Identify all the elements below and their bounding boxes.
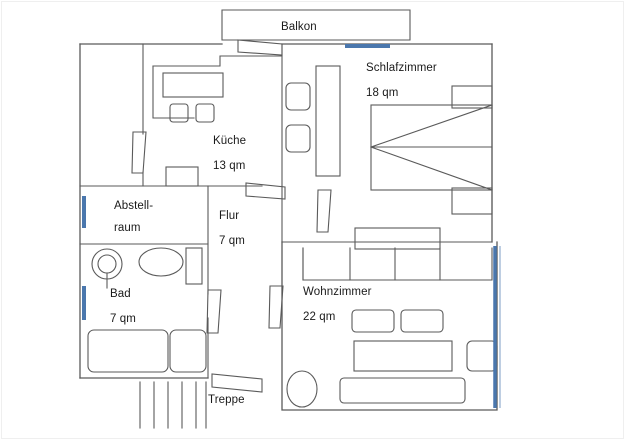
room-label-wohnzimmer: Wohnzimmer 22 qm <box>303 284 372 325</box>
kueche-name: Küche <box>213 135 247 147</box>
cabinet-upper-icon <box>285 82 311 111</box>
cabinet-lower-icon <box>285 124 311 153</box>
sofa-outline-icon <box>302 247 493 281</box>
bathroom-fixtures <box>87 247 207 373</box>
stairs-treads <box>139 381 207 429</box>
shelf-icon <box>354 227 441 250</box>
side-table-right-icon <box>400 309 444 333</box>
bed-fold-lower-icon <box>370 146 493 191</box>
abstellraum-name-line2: raum <box>114 221 141 234</box>
door-hall-bedroom-icon <box>316 189 332 233</box>
doors <box>131 39 332 393</box>
room-label-treppe: Treppe <box>208 392 245 409</box>
side-table-left-icon <box>351 309 395 333</box>
armchair-icon <box>466 340 498 372</box>
plant-icon <box>286 370 318 408</box>
kueche-area: 13 qm <box>213 159 246 172</box>
schlafzimmer-area: 18 qm <box>366 86 399 99</box>
room-label-schlafzimmer: Schlafzimmer 18 qm <box>366 60 437 101</box>
balcony-outline <box>221 9 411 41</box>
countertop-icon <box>162 72 224 98</box>
flur-name: Flur <box>219 210 240 222</box>
bad-area: 7 qm <box>110 312 136 325</box>
sink-icon <box>138 247 184 277</box>
balkon-name: Balkon <box>281 21 317 33</box>
flur-area: 7 qm <box>219 234 245 247</box>
bedroom-fixtures <box>370 85 493 215</box>
coffee-table-icon <box>353 340 453 372</box>
wohnzimmer-name: Wohnzimmer <box>303 286 372 298</box>
counter-run-icon <box>152 55 283 67</box>
room-label-kueche: Küche 13 qm <box>213 133 246 174</box>
door-hall-living-icon <box>268 285 284 329</box>
room-label-abstellraum: Abstell- raum <box>114 198 153 236</box>
door-balcony-icon <box>237 39 283 56</box>
burner-right-icon <box>195 103 215 123</box>
hall-fixtures <box>285 65 341 177</box>
sideboard-icon <box>339 377 466 404</box>
windows <box>82 44 501 408</box>
bad-name: Bad <box>110 288 131 300</box>
base-cabinet-icon <box>165 166 199 187</box>
bed-fold-upper-icon <box>370 104 493 148</box>
living-room-walls <box>281 241 498 411</box>
door-hall-stairs-icon <box>211 373 263 393</box>
kitchen-fixtures <box>152 55 283 187</box>
living-fixtures <box>286 227 498 408</box>
counter-side-icon <box>152 65 195 119</box>
door-bath-hall-icon <box>206 289 222 334</box>
treppe-name: Treppe <box>208 394 245 406</box>
abstellraum-name-line1: Abstell- <box>114 200 154 212</box>
room-label-flur: Flur 7 qm <box>219 208 245 249</box>
toilet-seat-icon <box>97 254 117 274</box>
shower-icon <box>169 329 207 373</box>
wohnzimmer-area: 22 qm <box>303 310 336 323</box>
room-label-balkon: Balkon <box>281 19 317 36</box>
bath-cabinet-icon <box>185 247 203 285</box>
room-label-bad: Bad 7 qm <box>110 286 136 327</box>
schlafzimmer-name: Schlafzimmer <box>366 62 437 74</box>
burner-left-icon <box>169 103 189 123</box>
wardrobe-column-icon <box>315 65 341 177</box>
door-kitchen-hall-icon <box>245 182 286 200</box>
bathtub-icon <box>87 329 169 373</box>
nightstand-top-icon <box>451 85 493 109</box>
door-kitchen-storage-icon <box>131 131 147 174</box>
nightstand-bottom-icon <box>451 187 493 215</box>
